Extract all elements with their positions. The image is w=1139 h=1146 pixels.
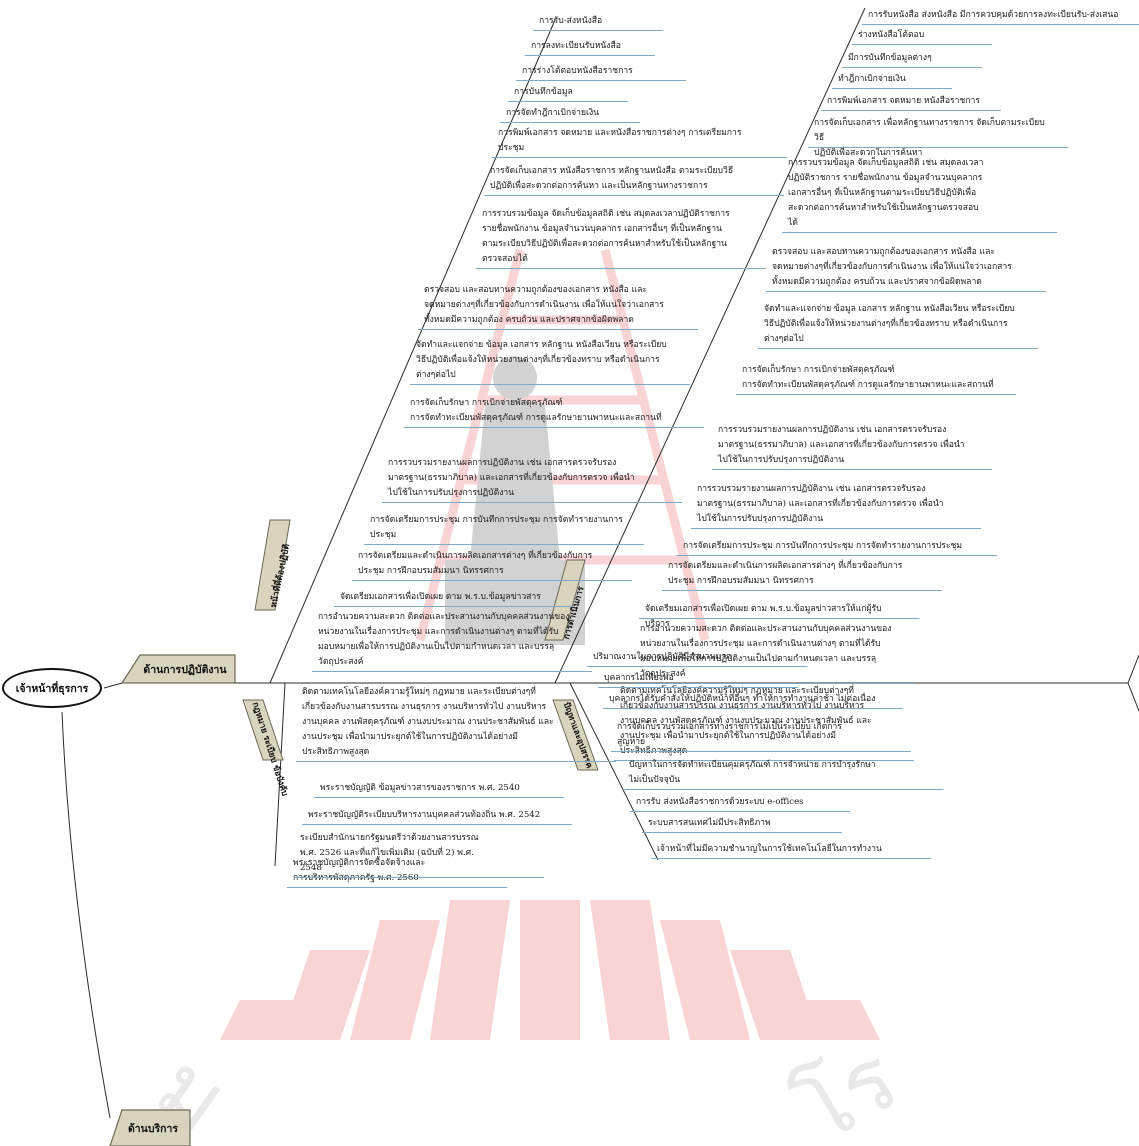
duty-underline <box>476 268 766 269</box>
duty-item: ตรวจสอบ และสอบทานความถูกต้องของเอกสาร หน… <box>424 283 684 328</box>
problem-item: เจ้าหน้าที่ไม่มีความชำนาญในการใช้เทคโนโล… <box>657 842 917 857</box>
method-item: การพิมพ์เอกสาร จดหมาย หนังสือราชการ <box>827 94 987 109</box>
method-underline <box>691 528 981 529</box>
method-item: การจัดเตรียมและดำเนินการผลิตเอกสารต่างๆ … <box>668 559 928 589</box>
duty-item: การรับ-ส่งหนังสือ <box>539 14 649 29</box>
law-underline <box>314 797 564 798</box>
duty-underline <box>364 544 644 545</box>
method-item: การรวบรวมรายงานผลการปฏิบัติงาน เช่น เอกส… <box>718 423 978 468</box>
law-underline <box>294 877 544 878</box>
method-underline <box>662 590 942 591</box>
problem-underline <box>603 708 903 709</box>
duty-item: การรวบรวมข้อมูล จัดเก็บข้อมูลสถิติ เช่น … <box>482 207 752 267</box>
problem-item: ปริมาณงานในการปฏิบัติมีจำนวนมาก <box>593 650 793 665</box>
problem-item: การรับ ส่งหนังสือราชการด้วยระบบ e-office… <box>636 795 836 810</box>
duty-underline <box>382 502 682 503</box>
duty-item: การร่างโต้ตอบหนังสือราชการ <box>522 64 672 79</box>
law-item: พระราชบัญญัติ ข้อมูลข่าวสารของราชการ พ.ศ… <box>320 781 550 796</box>
duty-item: จัดทำและแจกจ่าย ข้อมูล เอกสาร หลักฐาน หน… <box>416 338 676 383</box>
category-label-operation: ด้านการปฏิบัติงาน <box>138 661 232 678</box>
method-underline <box>842 67 982 68</box>
problem-item: ปัญหาในการจัดทำทะเบียนคุมครุภัณฑ์ การจำห… <box>629 758 929 788</box>
root-node: เจ้าหน้าที่ธุรการ <box>2 668 102 708</box>
duty-underline <box>418 329 698 330</box>
method-item: การรวบรวมข้อมูล จัดเก็บข้อมูลสถิติ เช่น … <box>788 156 1043 231</box>
duty-underline <box>296 761 616 762</box>
duty-underline <box>484 195 784 196</box>
duty-item: การพิมพ์เอกสาร จดหมาย และหนังสือราชการต่… <box>498 126 773 156</box>
duty-item: การบันทึกข้อมูล <box>514 85 614 100</box>
method-underline <box>736 394 1016 395</box>
category-label-service: ด้านบริการ <box>118 1120 188 1137</box>
problem-underline <box>587 666 807 667</box>
duty-underline <box>525 55 655 56</box>
duty-item: การรวบรวมรายงานผลการปฏิบัติงาน เช่น เอกส… <box>388 456 668 501</box>
method-item: การจัดเก็บเอกสาร เพื่อหลักฐานทางราชการ จ… <box>814 116 1054 161</box>
method-underline <box>712 469 992 470</box>
duty-item: จัดเตรียมเอกสารเพื่อเปิดเผย ตาม พ.ร.บ.ข้… <box>340 590 560 605</box>
law-underline <box>302 824 572 825</box>
duty-item: การจัดเก็บรักษา การเบิกจ่ายพัสดุครุภัณฑ์… <box>410 396 690 426</box>
root-label: เจ้าหน้าที่ธุรการ <box>4 670 100 706</box>
method-item: การจัดเตรียมการประชุม การบันทึกการประชุม… <box>683 539 983 554</box>
problem-item: บุคลากรได้รับคำสั่งให้ปฏิบัติหน้าที่อื่น… <box>609 692 889 707</box>
law-item: ระเบียบสำนักนายกรัฐมนตรีว่าด้วยงานสารบรร… <box>300 831 530 876</box>
law-underline <box>287 887 507 888</box>
method-item: มีการบันทึกข้อมูลต่างๆ <box>848 51 968 66</box>
problem-underline <box>598 687 798 688</box>
duty-underline <box>500 122 640 123</box>
fish-head <box>1128 655 1139 711</box>
method-item: จัดทำและแจกจ่าย ข้อมูล เอกสาร หลักฐาน หน… <box>764 302 1024 347</box>
method-item: การรับหนังสือ ส่งหนังสือ มีการควบคุมด้วย… <box>868 8 1128 23</box>
problem-item: การจัดเก็บรวบรวมเอกสารทางราชการไม่เป็นระ… <box>617 720 897 750</box>
method-underline <box>808 147 1068 148</box>
problem-item: บุคลากรไม่เพียงพอ <box>604 671 784 686</box>
duty-underline <box>508 101 628 102</box>
method-underline <box>766 291 1046 292</box>
problem-underline <box>630 811 850 812</box>
method-underline <box>862 24 1139 25</box>
duty-item: การจัดทำฎีกาเบิกจ่ายเงิน <box>506 106 626 121</box>
method-item: ทำฎีกาเบิกจ่ายเงิน <box>838 72 938 87</box>
method-item: การรวบรวมรายงานผลการปฏิบัติงาน เช่น เอกส… <box>697 482 967 527</box>
duty-underline <box>334 606 574 607</box>
law-item: พระราชบัญญัติระเบียบบริหารงานบุคคลส่วนท้… <box>308 808 558 823</box>
duty-underline <box>404 427 704 428</box>
problem-item: ระบบสารสนเทศไม่มีประสิทธิภาพ <box>648 816 828 831</box>
method-underline <box>852 44 992 45</box>
duty-underline <box>492 157 787 158</box>
root-connector-operation <box>104 683 122 688</box>
duty-underline <box>312 671 592 672</box>
method-underline <box>782 232 1057 233</box>
method-underline <box>677 555 997 556</box>
method-underline <box>639 618 919 619</box>
duty-underline <box>352 580 632 581</box>
duty-item: การจัดเก็บเอกสาร หนังสือราชการ หลักฐานหน… <box>490 164 770 194</box>
duty-underline <box>533 30 663 31</box>
method-underline <box>832 88 952 89</box>
method-item: ตรวจสอบ และสอบทานความถูกต้องของเอกสาร หน… <box>772 245 1032 290</box>
problem-underline <box>642 832 842 833</box>
duty-item: การจัดเตรียมและดำเนินการผลิตเอกสารต่างๆ … <box>358 549 618 579</box>
method-underline <box>758 348 1038 349</box>
root-connector-service <box>62 712 110 1118</box>
duty-item: การอำนวยความสะดวก ติดต่อและประสานงานกับบ… <box>318 610 578 670</box>
problem-underline <box>611 751 911 752</box>
duty-item: การลงทะเบียนรับหนังสือ <box>531 39 641 54</box>
problem-underline <box>623 789 943 790</box>
method-underline <box>821 110 1001 111</box>
duty-underline <box>410 384 690 385</box>
method-item: การจัดเก็บรักษา การเบิกจ่ายพัสดุครุภัณฑ์… <box>742 363 1002 393</box>
problem-underline <box>651 858 931 859</box>
duty-underline <box>516 80 686 81</box>
duty-item: ติดตามเทคโนโลยีองค์ความรู้ใหม่ๆ กฎหมาย แ… <box>302 685 602 760</box>
method-item: ร่างหนังสือโต้ตอบ <box>858 28 978 43</box>
duty-item: การจัดเตรียมการประชุม การบันทึกการประชุม… <box>370 513 630 543</box>
